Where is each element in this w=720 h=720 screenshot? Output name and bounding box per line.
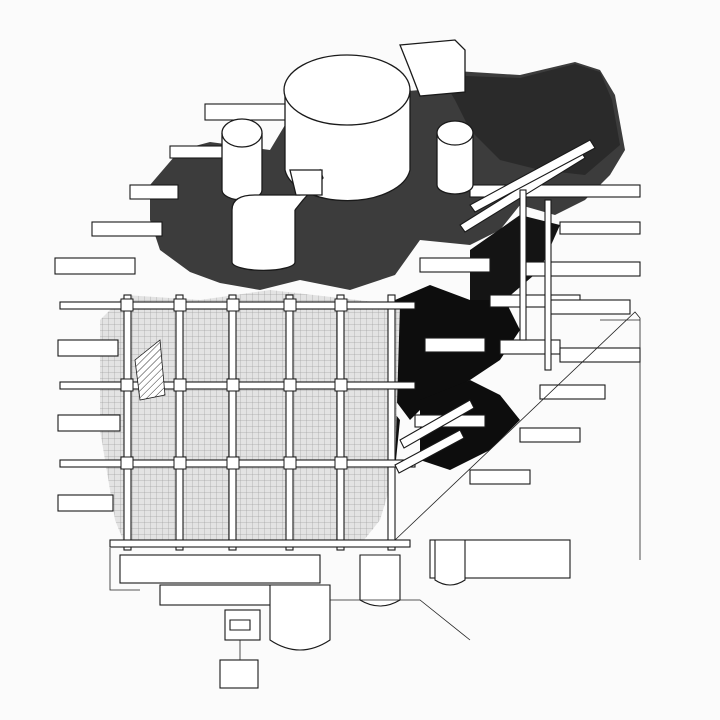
cylinder-small-right bbox=[436, 120, 474, 195]
basement-structures bbox=[119, 539, 571, 689]
cylinder-small-left bbox=[221, 118, 263, 201]
right-lattice-beams bbox=[394, 139, 641, 485]
block-front bbox=[231, 168, 324, 272]
sloping-ground bbox=[394, 311, 641, 560]
grid-facade bbox=[59, 290, 416, 551]
basement-lines bbox=[109, 548, 471, 660]
